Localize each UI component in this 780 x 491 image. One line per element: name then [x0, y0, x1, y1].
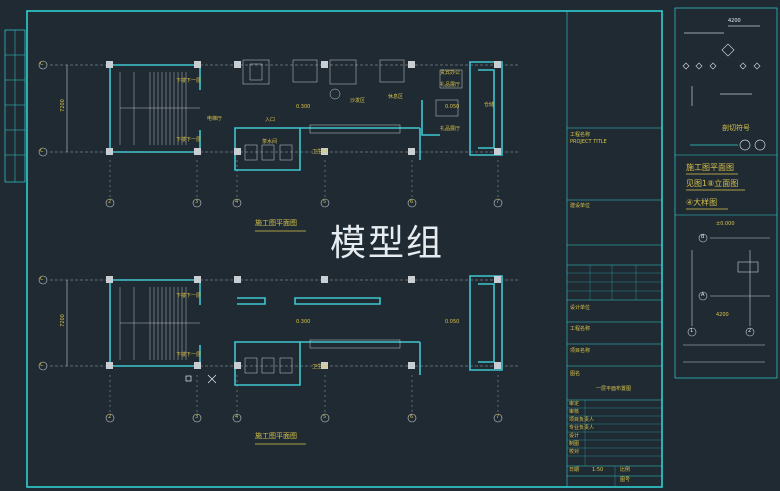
room-label: 下楼下一层: [176, 352, 202, 358]
tb-row: 项目负责人: [569, 417, 595, 423]
axis-number: 7: [496, 414, 500, 420]
room-label: 贵宾办公: [440, 70, 461, 76]
room-label: 下楼下一层: [176, 137, 202, 143]
top-plan-title: 施工图平面图: [255, 219, 297, 227]
legend-dim-1: 4200: [728, 18, 741, 24]
tb-row: 审核: [569, 409, 580, 415]
section-symbols: [682, 25, 766, 151]
axis-number: 5: [323, 414, 327, 420]
room-label: 礼品展厅: [440, 82, 461, 88]
axis-number: 4: [235, 414, 239, 420]
axis-number: 5: [323, 199, 327, 205]
watermark-text: 模型组: [330, 223, 445, 264]
legend-plan-label: 施工图平面图: [686, 163, 734, 172]
level-mark: 0.050: [445, 319, 460, 325]
room-label: 卫生间: [312, 149, 328, 155]
room-label: 下楼下一层: [176, 293, 202, 299]
tb-row: 比例: [620, 467, 631, 473]
tb-row: 设计: [569, 433, 580, 439]
sheet-frame: [26, 10, 663, 488]
room-label: 入口: [265, 117, 276, 123]
legend-section-label: 剖切符号: [722, 124, 750, 132]
axis-number: 7: [496, 199, 500, 205]
cad-cursor: [185, 374, 217, 384]
tb-row: 审定: [569, 401, 580, 407]
axis-number: 3: [195, 414, 199, 420]
legend-axis-b: B: [701, 234, 705, 240]
tb-name: 工程名称: [570, 326, 591, 332]
axis-label-c4: C: [40, 362, 44, 368]
axis-number: 4: [235, 199, 239, 205]
tb-project-en: PROJECT TITLE: [570, 139, 607, 145]
tb-row: 日期: [569, 467, 580, 473]
axis-label-c3: C: [40, 276, 44, 282]
tb-row: 专业负责人: [569, 425, 595, 431]
axis-number: 3: [195, 199, 199, 205]
legend-dim-2: 4200: [716, 312, 729, 318]
legend-axis-2: 2: [748, 328, 752, 334]
tb-client: 建设单位: [570, 203, 591, 209]
axis-label-c2: C: [40, 148, 44, 154]
room-label: 礼品展厅: [440, 126, 461, 132]
legend-level: ±0.000: [716, 221, 735, 227]
axis-number: 2: [108, 414, 112, 420]
bottom-dimension: 7200: [59, 314, 66, 327]
level-mark: 0.300: [296, 104, 311, 110]
axis-number: 6: [410, 414, 414, 420]
room-label: 沙发区: [350, 98, 366, 104]
room-label: 休息区: [388, 94, 404, 100]
room-label: 下楼下一层: [176, 78, 202, 84]
room-label: 卫生间: [312, 364, 328, 370]
bottom-plan[interactable]: [38, 275, 520, 423]
level-mark: 0.050: [445, 104, 460, 110]
tb-row: 图号: [620, 477, 631, 483]
tb-item: 项目名称: [570, 348, 591, 354]
axis-label-c1: C: [40, 61, 44, 67]
axis-number: 6: [410, 199, 414, 205]
legend-axis-a: A: [701, 292, 705, 298]
legend-axis-sketch: [683, 233, 770, 363]
title-block: [566, 11, 662, 487]
tb-row: 校对: [569, 449, 580, 455]
top-dimension: 7200: [59, 99, 66, 112]
legend-detail-label: ④大样图: [686, 198, 718, 207]
top-plan[interactable]: [38, 59, 520, 208]
axis-number: 2: [108, 199, 112, 205]
tb-project: 工程名称: [570, 132, 591, 138]
legend-elevation-label: 见图1⑧立面图: [686, 179, 739, 188]
room-label: 茶水间: [262, 139, 278, 145]
bottom-plan-title: 施工图平面图: [255, 432, 297, 440]
legend-axis-1: 1: [690, 328, 694, 334]
tb-designer: 设计单位: [570, 305, 591, 311]
level-mark: 0.300: [296, 319, 311, 325]
room-label: 电梯厅: [207, 116, 223, 122]
tb-drawing-title: 图名: [570, 371, 581, 377]
room-label: 仓储: [484, 102, 495, 108]
tb-drawing-name: 一层平面布置图: [596, 386, 632, 392]
tb-scale: 1:50: [592, 467, 604, 473]
legend-panel: [674, 7, 778, 379]
tb-row: 制图: [569, 441, 580, 447]
